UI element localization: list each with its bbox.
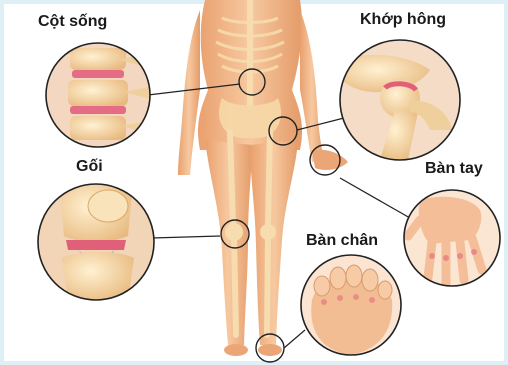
knee-inset	[38, 183, 154, 300]
hip-inset	[340, 40, 460, 160]
label-hip: Khớp hông	[360, 11, 446, 29]
hand-inset	[404, 190, 500, 286]
label-hand: Bàn tay	[425, 160, 483, 178]
label-foot: Bàn chân	[306, 232, 378, 250]
label-knee: Gối	[76, 158, 103, 176]
foot-inset	[301, 255, 401, 355]
label-spine: Cột sống	[38, 13, 107, 31]
